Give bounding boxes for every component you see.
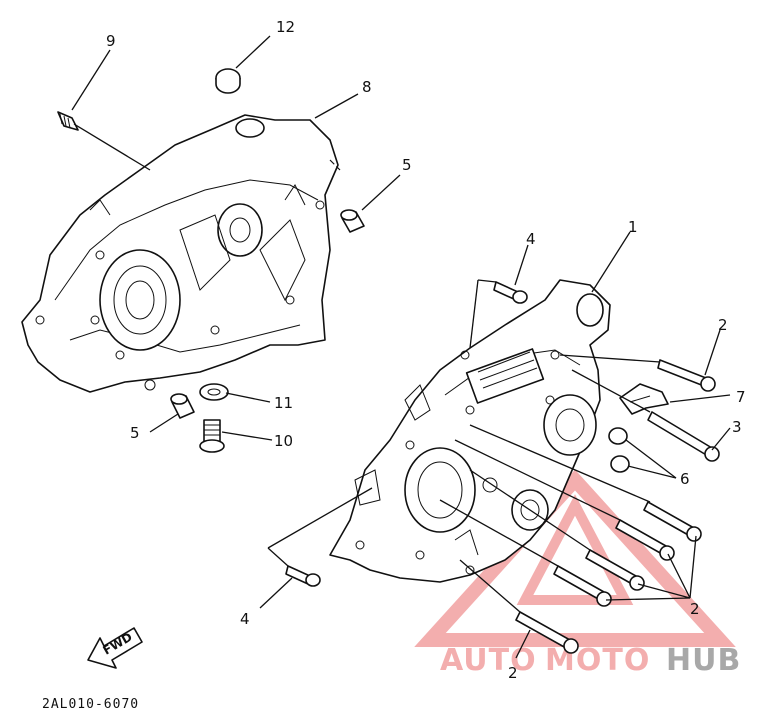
part-12-cap [215,68,241,94]
part-2-bolts [515,359,720,654]
part-5-dowel-lower [170,393,195,419]
part-9-screw [57,111,79,131]
callout-5-lower: 5 [130,424,140,442]
callout-9: 9 [106,32,116,50]
callout-7: 7 [736,388,746,406]
crankcase-left-half [21,114,339,393]
callout-4-upper: 4 [526,230,536,248]
callout-4-lower: 4 [240,610,250,628]
watermark-text-moto: MOTO [545,643,650,678]
part-5-dowel-upper [340,209,365,233]
part-4-bolt-upper [493,281,528,304]
crankcase-right-half [329,279,611,583]
watermark-text-hub: HUB [666,643,741,678]
part-11-washer [199,383,229,401]
watermark-text-auto: AUTO [440,643,537,678]
part-code: 2AL010-6070 [42,697,139,712]
callout-2-group: 2 [690,600,700,618]
callout-8: 8 [362,78,372,96]
leader-lines [71,35,731,659]
part-6-dowels [608,427,630,473]
callout-2-bottom: 2 [508,664,518,682]
part-4-bolt-lower [285,565,321,587]
callout-11: 11 [274,394,293,412]
callout-5-upper: 5 [402,156,412,174]
part-7-clamp [619,383,669,415]
part-10-drain-plug [199,419,225,453]
callout-1: 1 [628,218,638,236]
callout-12: 12 [276,18,295,36]
callout-labels: 12 9 8 5 4 1 2 7 3 6 2 2 11 10 5 4 [106,18,746,682]
fwd-arrow: FWD [87,627,143,669]
callout-6: 6 [680,470,690,488]
callout-3: 3 [732,418,742,436]
callout-2-top: 2 [718,316,728,334]
callout-10: 10 [274,432,293,450]
